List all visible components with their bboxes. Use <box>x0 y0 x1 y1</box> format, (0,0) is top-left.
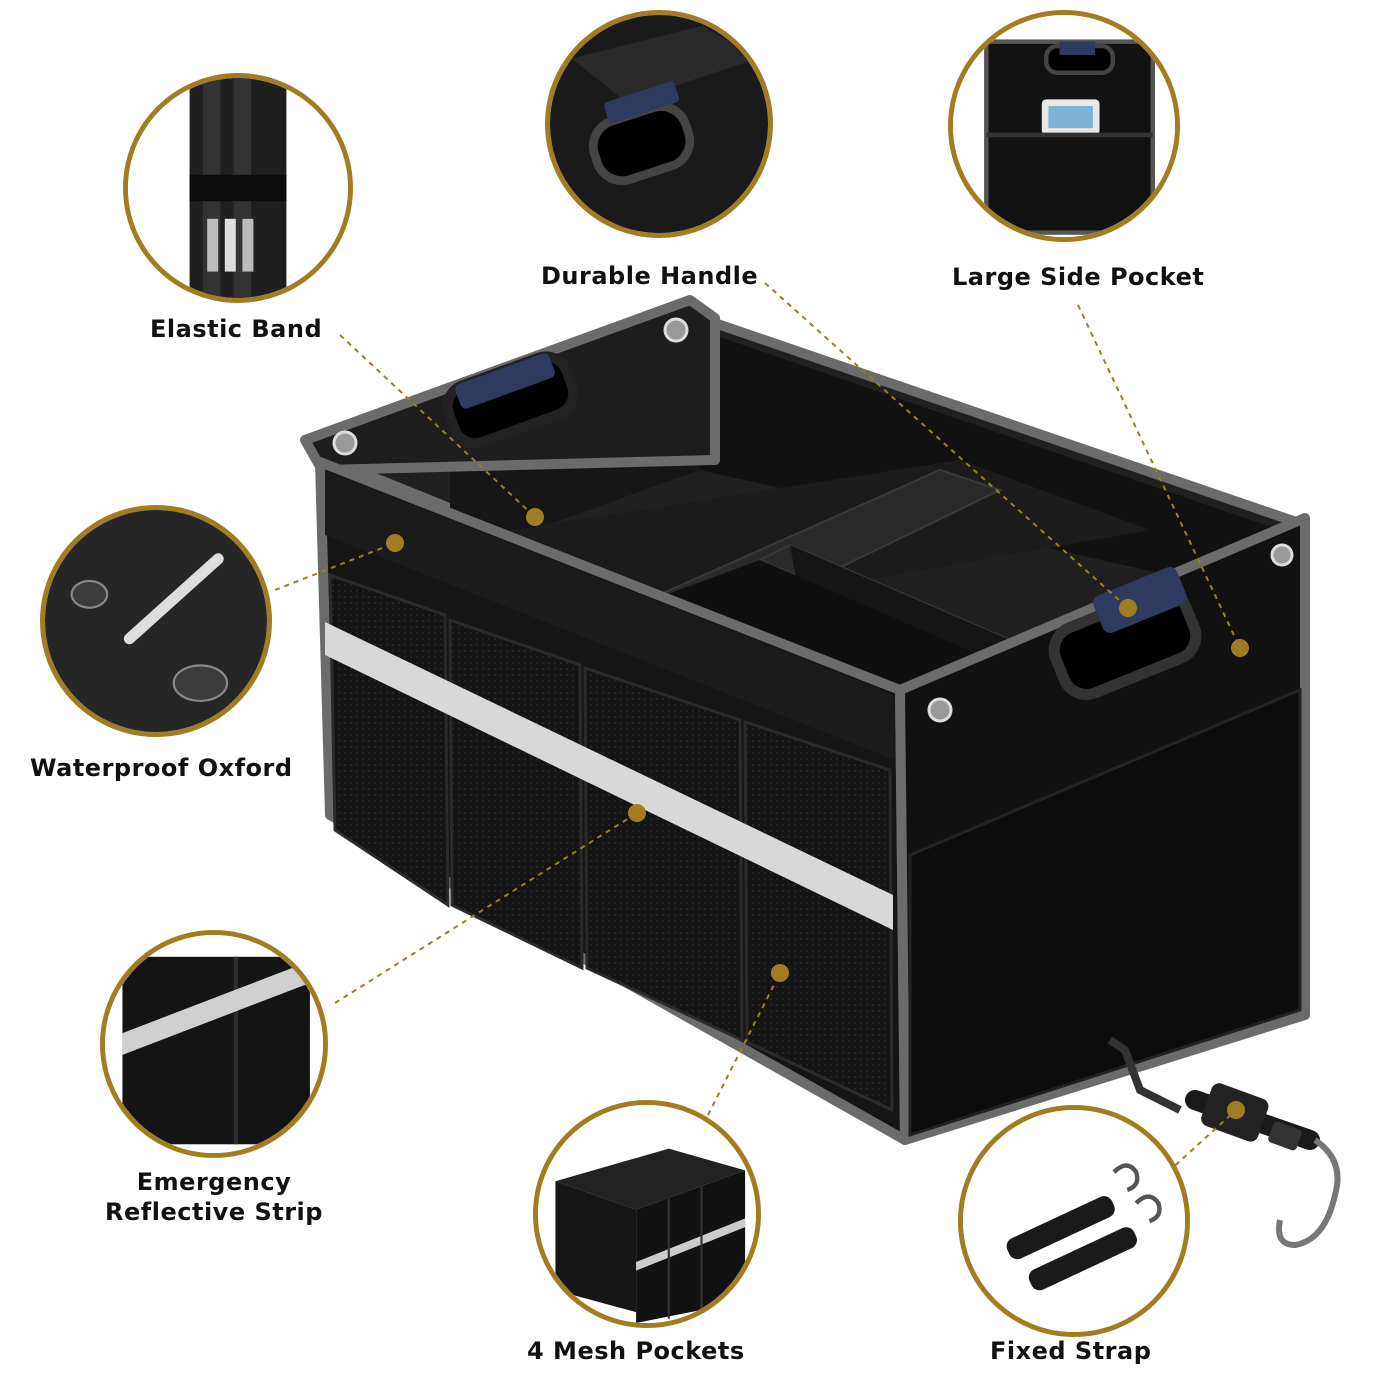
reflective-strip-label: Emergency Reflective Strip <box>100 1167 328 1227</box>
reflective-strip-label-line1: Emergency <box>136 1168 292 1196</box>
waterproof-oxford-label: Waterproof Oxford <box>30 754 293 782</box>
durable-handle-detail-circle <box>545 10 773 238</box>
reflective-strip <box>325 622 893 930</box>
strap-hooks-icon <box>963 1110 1185 1332</box>
reflective-strip-label-line2: Reflective Strip <box>105 1198 323 1226</box>
side-pocket-icon <box>953 15 1175 237</box>
fixed-strap-detail-circle <box>958 1105 1190 1337</box>
reflective-strip-icon <box>105 935 323 1153</box>
large-side-pocket-label: Large Side Pocket <box>952 263 1205 291</box>
mesh-pockets-label: 4 Mesh Pockets <box>527 1337 745 1365</box>
large-side-pocket-detail-circle <box>948 10 1180 242</box>
callout-dots <box>386 508 1249 1119</box>
reflective-strip-detail-circle <box>100 930 328 1158</box>
callout-leaders <box>274 282 1241 1173</box>
water-drop-icon <box>45 510 267 732</box>
mesh-pockets-detail-circle <box>533 1100 761 1328</box>
elastic-band-label: Elastic Band <box>150 315 323 343</box>
fixed-strap-label: Fixed Strap <box>990 1337 1152 1365</box>
waterproof-oxford-detail-circle <box>40 505 272 737</box>
organizer-mini-icon <box>538 1105 756 1323</box>
side-pocket <box>908 687 1302 1138</box>
durable-handle-label: Durable Handle <box>541 262 759 290</box>
elastic-band-icon <box>128 78 348 298</box>
handle-icon <box>550 15 768 233</box>
elastic-band-detail-circle <box>123 73 353 303</box>
